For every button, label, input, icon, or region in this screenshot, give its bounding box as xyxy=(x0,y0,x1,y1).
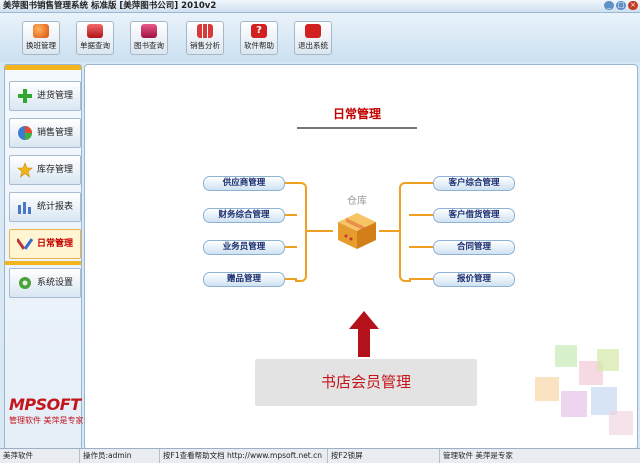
decorative-cube xyxy=(561,391,587,417)
sidebar-item-reports[interactable]: 统计报表 xyxy=(9,192,81,222)
books-icon xyxy=(141,24,157,38)
document-query-button[interactable]: 单据查询 xyxy=(76,21,114,55)
finance-management-button[interactable]: 财务综合管理 xyxy=(203,208,285,223)
minimize-icon[interactable]: _ xyxy=(604,1,614,10)
quote-management-button[interactable]: 报价管理 xyxy=(433,272,515,287)
status-bar: 美萍软件 操作员:admin 按F1查看帮助文档 http://www.mpso… xyxy=(0,448,640,463)
decorative-cube xyxy=(555,345,577,367)
bar-chart-icon xyxy=(197,24,213,38)
gear-icon xyxy=(19,277,31,289)
salesperson-management-button[interactable]: 业务员管理 xyxy=(203,240,285,255)
maximize-icon[interactable]: □ xyxy=(616,1,626,10)
sidebar-item-inventory[interactable]: 库存管理 xyxy=(9,155,81,185)
status-lock: 按F2锁屏 xyxy=(328,449,440,463)
globe-icon xyxy=(18,126,32,140)
left-bracket xyxy=(295,182,307,282)
decorative-cube xyxy=(591,387,617,415)
status-operator: 操作员:admin xyxy=(80,449,160,463)
sidebar-item-sales[interactable]: 销售管理 xyxy=(9,118,81,148)
sidebar-item-daily[interactable]: 日常管理 xyxy=(9,229,81,259)
toolbar: 换班管理 单据查询 图书查询 销售分析 ? 软件帮助 退出系统 xyxy=(0,13,640,62)
window-title: 美萍图书销售管理系统 标准版 [美萍图书公司] 2010v2 xyxy=(3,1,217,11)
exit-system-button[interactable]: 退出系统 xyxy=(294,21,332,55)
connector-line xyxy=(409,246,433,248)
star-icon xyxy=(17,162,33,178)
customer-management-button[interactable]: 客户综合管理 xyxy=(433,176,515,191)
gift-management-button[interactable]: 赠品管理 xyxy=(203,272,285,287)
contract-management-button[interactable]: 合同管理 xyxy=(433,240,515,255)
book-query-button[interactable]: 图书查询 xyxy=(130,21,168,55)
connector-line xyxy=(285,246,297,248)
status-app: 美萍软件 xyxy=(0,449,80,463)
title-bar: 美萍图书销售管理系统 标准版 [美萍图书公司] 2010v2 _ □ × xyxy=(0,0,640,13)
sidebar-item-purchase[interactable]: 进货管理 xyxy=(9,81,81,111)
customer-borrow-button[interactable]: 客户借货管理 xyxy=(433,208,515,223)
decorative-cube xyxy=(597,349,619,371)
connector-line xyxy=(409,182,433,184)
title-underline xyxy=(297,127,417,129)
decorative-cube xyxy=(535,377,559,401)
connector-line xyxy=(379,230,401,232)
people-icon xyxy=(33,24,49,38)
notebook-icon xyxy=(87,24,103,38)
supplier-management-button[interactable]: 供应商管理 xyxy=(203,176,285,191)
decorative-cube xyxy=(609,411,633,435)
member-management-banner[interactable]: 书店会员管理 xyxy=(255,359,477,406)
connector-line xyxy=(285,182,297,184)
status-help: 按F1查看帮助文档 http://www.mpsoft.net.cn xyxy=(160,449,328,463)
close-icon[interactable]: × xyxy=(628,1,638,10)
connector-line xyxy=(409,214,433,216)
brand-slogan: 管理软件 美萍是专家 xyxy=(9,416,84,425)
exit-icon xyxy=(305,24,321,38)
help-icon: ? xyxy=(251,24,267,38)
tools-icon xyxy=(17,238,33,250)
report-icon xyxy=(18,202,31,214)
software-help-button[interactable]: ? 软件帮助 xyxy=(240,21,278,55)
warehouse-box-icon[interactable] xyxy=(336,211,378,251)
connector-line xyxy=(409,278,433,280)
connector-line xyxy=(307,230,333,232)
brand-logo: MPSOFT xyxy=(9,395,81,414)
sidebar-divider xyxy=(5,261,81,265)
sidebar-item-settings[interactable]: 系统设置 xyxy=(9,268,81,298)
warehouse-label: 仓库 xyxy=(347,196,367,207)
main-panel: 日常管理 供应商管理 财务综合管理 业务员管理 赠品管理 仓库 客户综合管理 客… xyxy=(84,64,638,450)
up-arrow-icon xyxy=(349,311,379,357)
right-bracket xyxy=(399,182,411,282)
plus-icon xyxy=(18,89,32,103)
status-slogan: 管理软件 美萍是专家 xyxy=(443,451,513,460)
connector-line xyxy=(285,214,297,216)
sidebar-top-accent xyxy=(5,65,81,70)
shift-management-button[interactable]: 换班管理 xyxy=(22,21,60,55)
sales-analysis-button[interactable]: 销售分析 xyxy=(186,21,224,55)
page-title: 日常管理 xyxy=(332,107,381,121)
connector-line xyxy=(285,278,297,280)
sidebar: 进货管理 销售管理 库存管理 统计报表 日常管理 系统设置 MPSOFT 管理软… xyxy=(4,64,84,450)
